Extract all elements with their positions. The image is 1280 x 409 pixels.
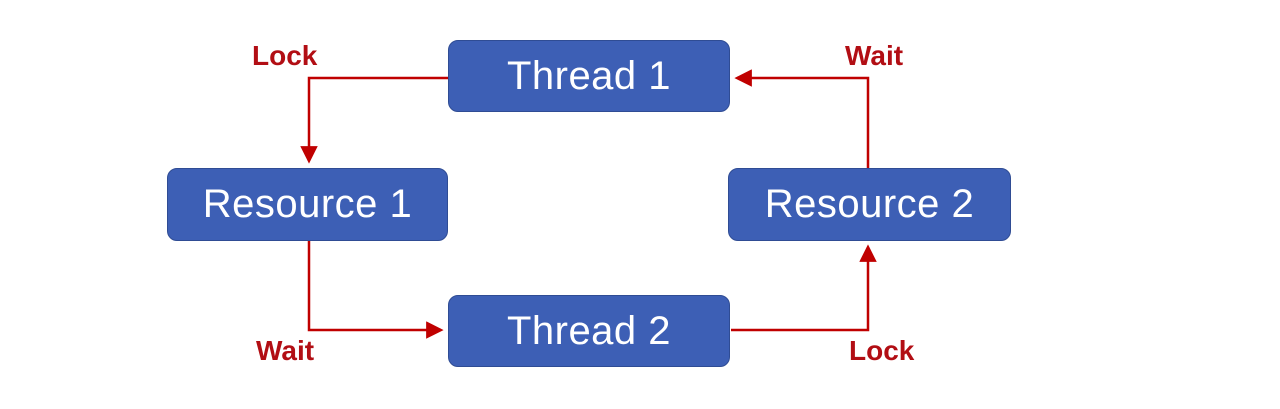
node-resource-2-label: Resource 2 (764, 182, 975, 226)
arrow-resource2-to-thread1 (734, 69, 870, 168)
node-resource-2: Resource 2 (728, 168, 1011, 241)
node-thread-1: Thread 1 (448, 40, 730, 112)
edge-label-wait-top: Wait (845, 40, 904, 71)
edge-label-lock-bottom: Lock (849, 335, 915, 366)
arrow-thread2-to-resource2 (731, 244, 877, 332)
arrow-thread1-to-resource1 (300, 76, 448, 164)
node-thread-1-label: Thread 1 (506, 53, 672, 98)
edge-label-lock-top: Lock (252, 40, 318, 71)
node-resource-1-label: Resource 1 (202, 182, 413, 226)
edge-label-wait-bottom: Wait (256, 335, 315, 366)
node-resource-1: Resource 1 (167, 168, 448, 241)
node-thread-2-label: Thread 2 (506, 308, 672, 353)
arrow-resource1-to-thread2 (307, 240, 444, 339)
node-thread-2: Thread 2 (448, 295, 730, 367)
